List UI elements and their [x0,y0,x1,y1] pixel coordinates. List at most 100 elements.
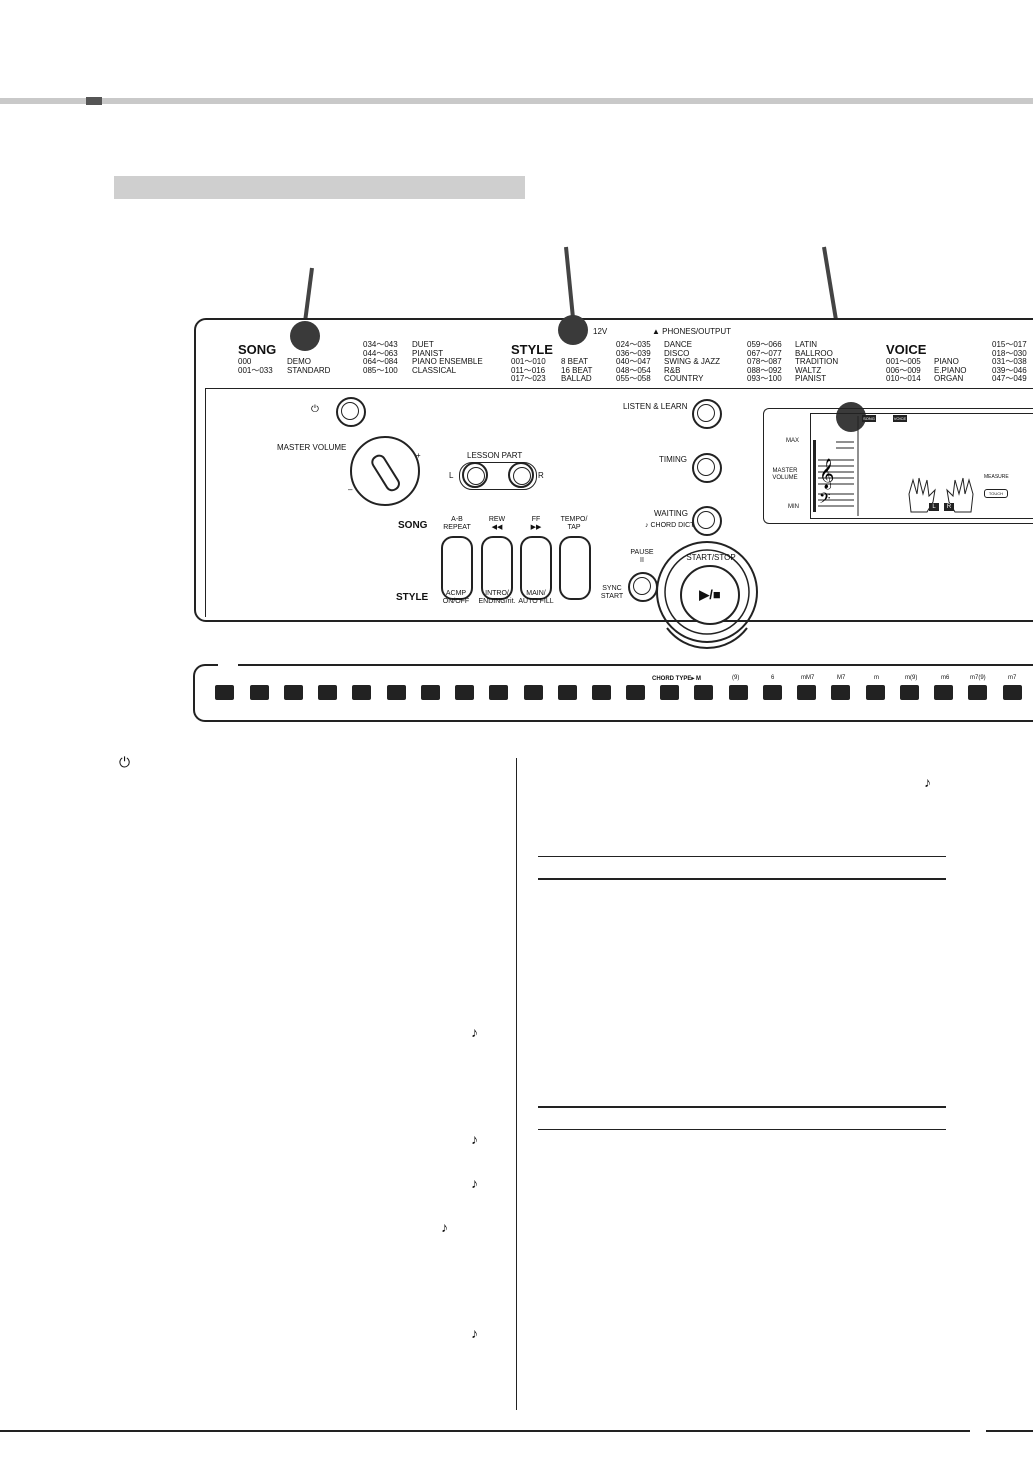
strip-icon-16 [729,685,748,700]
lcd-max-label: MAX [786,438,800,444]
strip-icon-11 [558,685,577,700]
style-nums-3: 059～066 067～077 078～087 088～092 093～100 [747,340,782,383]
strip-icon-21 [900,685,919,700]
strip-icon-10 [524,685,543,700]
lesson-l-label: L [449,471,454,480]
strip-icon-12 [592,685,611,700]
chord-label-6: m(9) [905,675,918,681]
chord-label-7: m6 [941,675,950,681]
start-stop-ring [656,541,758,649]
lcd-staff: 𝄞 𝄢 [818,416,859,516]
strip-icon-24 [1003,685,1022,700]
box-rule-top [538,856,946,857]
start-stop-button[interactable]: ▶/■ [680,565,740,625]
phones-label: ▲ PHONES/OUTPUT [652,327,732,336]
master-volume-knob[interactable] [350,436,420,506]
strip-icon-15 [694,685,713,700]
box-rule-1 [538,878,946,880]
lcd-screen [810,413,1033,519]
footer-rule [0,1430,970,1432]
lcd-r-tag: R [944,503,954,511]
strip-icon-1 [215,685,234,700]
power-button[interactable] [336,397,366,427]
note-icon: ♪ [645,522,649,529]
svg-text:𝄞: 𝄞 [819,458,834,490]
master-volume-label: MASTER VOLUME [277,443,347,452]
keyboard-panel [194,318,1033,622]
chord-label-3: mM7 [801,675,815,681]
song-names-2: DUET PIANIST PIANO ENSEMBLE CLASSICAL [412,340,483,375]
start-stop-label: START/STOP [686,553,736,562]
chord-type-label: CHORD TYPE▸ M [652,676,702,682]
song-nums-2: 034～043 044～063 064～084 085～100 [363,340,398,375]
note-icon: ♪ [441,1219,448,1235]
lesson-l-button[interactable] [462,462,488,488]
chord-label-5: m [874,675,879,681]
pause-button[interactable] [628,572,658,602]
chord-dict-text: CHORD DICT. [650,522,696,529]
chord-label-8: m7(9) [970,675,986,681]
strip-icon-22 [934,685,953,700]
song-title: SONG [238,342,277,357]
pause-label: PAUSE II [630,549,654,564]
note-icon: ♪ [471,1175,478,1191]
strip-icon-3 [284,685,303,700]
voice-title: VOICE [886,342,927,357]
style-names-1: 8 BEAT 16 BEAT BALLAD [561,357,593,383]
power-symbol-icon: ⏻ [119,754,131,770]
strip-icon-7 [421,685,440,700]
lesson-r-button[interactable] [508,462,534,488]
acmp-label: ACMP ON/OFF [442,590,470,605]
hands-icon [908,477,974,513]
strip-icon-13 [626,685,645,700]
strip-gap [218,659,238,667]
lcd-l-tag: L [929,503,939,511]
listen-learn-label: LISTEN & LEARN [623,402,688,411]
voice-nums-2: 015～017 018～030 031～038 039～046 047～049 [992,340,1027,383]
style-nums-1: 001～010 011～016 017～023 [511,357,546,383]
strip-icon-2 [250,685,269,700]
lcd-volume-label: MASTER VOLUME [772,468,798,481]
rew-button[interactable] [481,536,513,600]
voice-names-1: PIANO E.PIANO ORGAN [934,357,967,383]
listen-learn-button[interactable] [692,399,722,429]
main-label: MAIN/ AUTO FILL [518,590,554,605]
top-rule-marker [86,97,102,105]
lcd-voice-tag: VOICE [893,415,907,422]
callout-3 [836,402,866,432]
strip-icon-5 [352,685,371,700]
rew-label: REW ◀◀ [488,516,506,531]
volume-plus: + [416,451,421,460]
ff-label: FF ▶▶ [530,516,542,531]
strip-icon-20 [866,685,885,700]
lcd-volume-bar [813,440,816,512]
strip-icon-6 [387,685,406,700]
waiting-button[interactable] [692,506,722,536]
callout-1 [290,321,320,351]
lcd-touch-label: TOUCH [984,489,1008,498]
style-nums-2: 024～035 036～039 040～047 048～054 055～058 [616,340,651,383]
tempo-tap-button[interactable] [559,536,591,600]
strip-icon-17 [763,685,782,700]
lcd-song-tag: SONG [862,415,876,422]
ab-repeat-label: A-B REPEAT [443,516,471,531]
style-names-3: LATIN BALLROO TRADITION WALTZ PIANIST [795,340,839,383]
svg-text:𝄢: 𝄢 [819,490,831,511]
footer-rule-right [986,1430,1033,1432]
dc-in-label: 12V [593,327,608,336]
keyboard-strip [193,664,1033,722]
callout-2 [558,315,588,345]
timing-button[interactable] [692,453,722,483]
strip-icon-14 [660,685,679,700]
timing-label: TIMING [659,455,687,464]
power-icon: ⏻ [311,404,319,415]
tempo-tap-label: TEMPO/ TAP [560,516,588,531]
box-rule-2 [538,1106,946,1108]
control-area [205,388,1033,617]
ff-button[interactable] [520,536,552,600]
voice-nums-1: 001～005 006～009 010～014 [886,357,921,383]
style-title: STYLE [511,342,553,357]
ab-repeat-button[interactable] [441,536,473,600]
note-icon: ♪ [471,1131,478,1147]
intro-label: INTRO/ ENDING/rit. [478,590,516,605]
